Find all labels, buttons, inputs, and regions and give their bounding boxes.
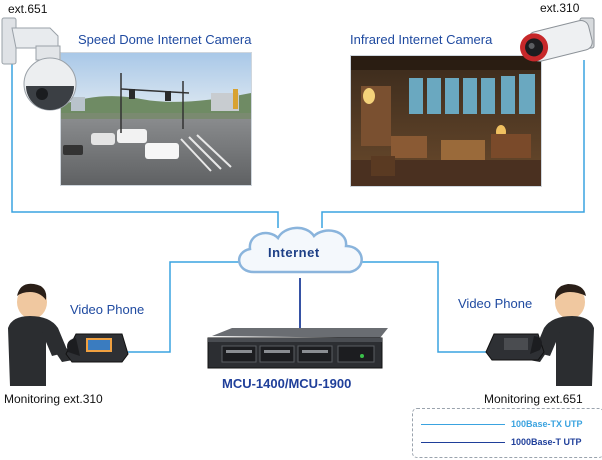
- link-left-phone: [122, 261, 244, 353]
- left-camera-ext: ext.651: [8, 2, 48, 16]
- left-phone-caption: Monitoring ext.310: [4, 392, 103, 406]
- mcu-server-icon: [202, 326, 392, 376]
- legend-label-100: 100Base-TX UTP: [511, 419, 583, 429]
- right-camera-ext: ext.310: [540, 1, 580, 15]
- left-phone-label: Video Phone: [70, 302, 145, 317]
- right-phone-caption: Monitoring ext.651: [484, 392, 583, 406]
- right-camera-title: Infrared Internet Camera: [350, 32, 493, 47]
- street-scene-photo: [60, 52, 252, 186]
- internet-cloud-icon: [232, 222, 372, 284]
- legend-line-1000: [421, 442, 505, 443]
- lobby-scene-photo: [350, 55, 542, 187]
- speed-dome-camera-icon: [0, 14, 90, 114]
- left-camera-title: Speed Dome Internet Camera: [78, 32, 252, 47]
- infrared-camera-icon: [518, 12, 602, 72]
- link-left-camera: [11, 62, 279, 228]
- mcu-label: MCU-1400/MCU-1900: [222, 376, 352, 391]
- legend: 100Base-TX UTP 1000Base-T UTP: [412, 408, 602, 458]
- right-phone-label: Video Phone: [458, 296, 533, 311]
- link-right-phone: [356, 261, 490, 353]
- legend-label-1000: 1000Base-T UTP: [511, 437, 582, 447]
- video-phone-icon: [484, 330, 546, 364]
- link-right-camera: [321, 60, 585, 228]
- internet-label: Internet: [268, 245, 320, 260]
- video-phone-icon: [62, 330, 130, 366]
- legend-line-100: [421, 424, 505, 425]
